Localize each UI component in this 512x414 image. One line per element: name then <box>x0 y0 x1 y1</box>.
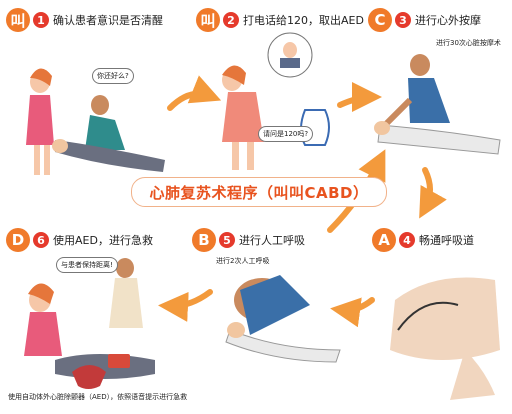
step-6-caption: 使用自动体外心脏除颤器（AED），依照语音提示进行急救 <box>8 393 188 401</box>
step-3-title: 进行心外按摩 <box>415 14 481 27</box>
arrow-c-to-a <box>419 167 447 219</box>
step-5-note: 进行2次人工呼吸 <box>216 257 270 265</box>
step-6-speech-bubble: 与患者保持距离! <box>56 257 118 273</box>
step-1-header: 叫 1 确认患者意识是否清醒 <box>6 6 163 34</box>
step-6-header: D 6 使用AED，进行急救 <box>6 226 153 254</box>
step-1-title: 确认患者意识是否清醒 <box>53 14 163 27</box>
step-3-letter-badge: C <box>368 8 392 32</box>
arrow-2-to-c <box>337 82 382 113</box>
step-5-number-badge: 5 <box>219 232 235 248</box>
scene-2-call-120 <box>222 32 330 170</box>
arrow-b-to-d <box>158 289 213 322</box>
step-2-title: 打电话给120，取出AED <box>243 14 364 27</box>
step-6-title: 使用AED，进行急救 <box>53 234 153 247</box>
scene-6-aed <box>24 258 155 389</box>
step-2-speech-bubble: 请问是120吗? <box>258 126 314 142</box>
step-1-speech-bubble: 你还好么? <box>92 68 134 84</box>
flow-arrows <box>158 75 447 328</box>
scene-5-rescue-breathing <box>225 275 341 363</box>
scene-4-airway <box>390 277 500 400</box>
step-5-letter-badge: B <box>192 228 216 252</box>
step-6-number-badge: 6 <box>33 232 49 248</box>
scene-3-compressions <box>374 54 501 155</box>
step-2-header: 叫 2 打电话给120，取出AED <box>196 6 364 34</box>
step-3-header: C 3 进行心外按摩 <box>368 6 481 34</box>
step-2-number-badge: 2 <box>223 12 239 28</box>
step-6-letter-badge: D <box>6 228 30 252</box>
scene-1-check-consciousness <box>26 68 165 175</box>
arrow-1-to-2 <box>167 75 222 111</box>
page-title: 心肺复苏术程序（叫叫CABD） <box>131 177 387 207</box>
step-3-number-badge: 3 <box>395 12 411 28</box>
step-4-header: A 4 畅通呼吸道 <box>372 226 474 254</box>
step-5-header: B 5 进行人工呼吸 <box>192 226 305 254</box>
step-5-title: 进行人工呼吸 <box>239 234 305 247</box>
step-4-letter-badge: A <box>372 228 396 252</box>
step-4-title: 畅通呼吸道 <box>419 234 474 247</box>
step-2-letter-badge: 叫 <box>196 8 220 32</box>
step-1-number-badge: 1 <box>33 12 49 28</box>
step-3-note: 进行30次心脏按摩术 <box>436 39 501 47</box>
step-1-letter-badge: 叫 <box>6 8 30 32</box>
step-4-number-badge: 4 <box>399 232 415 248</box>
arrow-a-to-b <box>330 297 375 328</box>
